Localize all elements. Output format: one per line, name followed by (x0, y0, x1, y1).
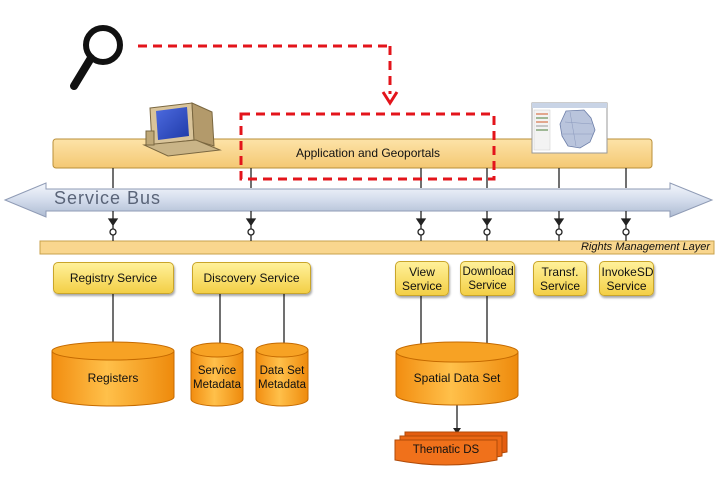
registry-service-box: Registry Service (53, 262, 174, 294)
search-flow-arrowhead (381, 91, 399, 106)
interface-circles (109, 228, 630, 236)
view-service-label: View Service (401, 264, 442, 293)
invokesd-service-label: InvokeSD Service (601, 264, 654, 293)
magnifier-icon (70, 25, 123, 90)
rights-layer-bar (39, 240, 715, 255)
download-service-label: Download Service (462, 265, 514, 292)
spatial-data-set-label: Spatial Data Set (413, 371, 501, 385)
dataset-metadata-label: Data Set Metadata (258, 365, 306, 391)
invokesd-service-box: InvokeSD Service (599, 261, 654, 296)
transf-service-box: Transf. Service (533, 261, 587, 296)
search-flow-dashed (138, 44, 496, 181)
store-connectors (112, 294, 488, 432)
service-bus-arrow (3, 182, 714, 218)
thematic-ds-stack (394, 431, 508, 466)
rights-layer-label: Rights Management Layer (580, 241, 710, 253)
cylinder-spatial-data-set (395, 341, 519, 406)
download-service-box: Download Service (460, 261, 515, 296)
registry-service-label: Registry Service (69, 271, 158, 285)
thematic-ds-label: Thematic DS (412, 444, 480, 456)
discovery-service-label: Discovery Service (203, 271, 300, 285)
service-bus-label: Service Bus (54, 188, 162, 208)
portal-label: Application and Geoportals (295, 146, 441, 160)
computer-icon (142, 102, 222, 157)
discovery-service-box: Discovery Service (192, 262, 311, 294)
transf-service-label: Transf. Service (539, 264, 580, 293)
cylinder-service-metadata (190, 342, 244, 407)
cylinder-dataset-metadata (255, 342, 309, 407)
cylinder-registers (51, 341, 175, 407)
registers-label: Registers (87, 371, 139, 385)
bus-connectors (107, 211, 632, 230)
map-screenshot-icon (531, 102, 608, 154)
view-service-box: View Service (395, 261, 449, 296)
service-metadata-label: Service Metadata (193, 365, 241, 391)
